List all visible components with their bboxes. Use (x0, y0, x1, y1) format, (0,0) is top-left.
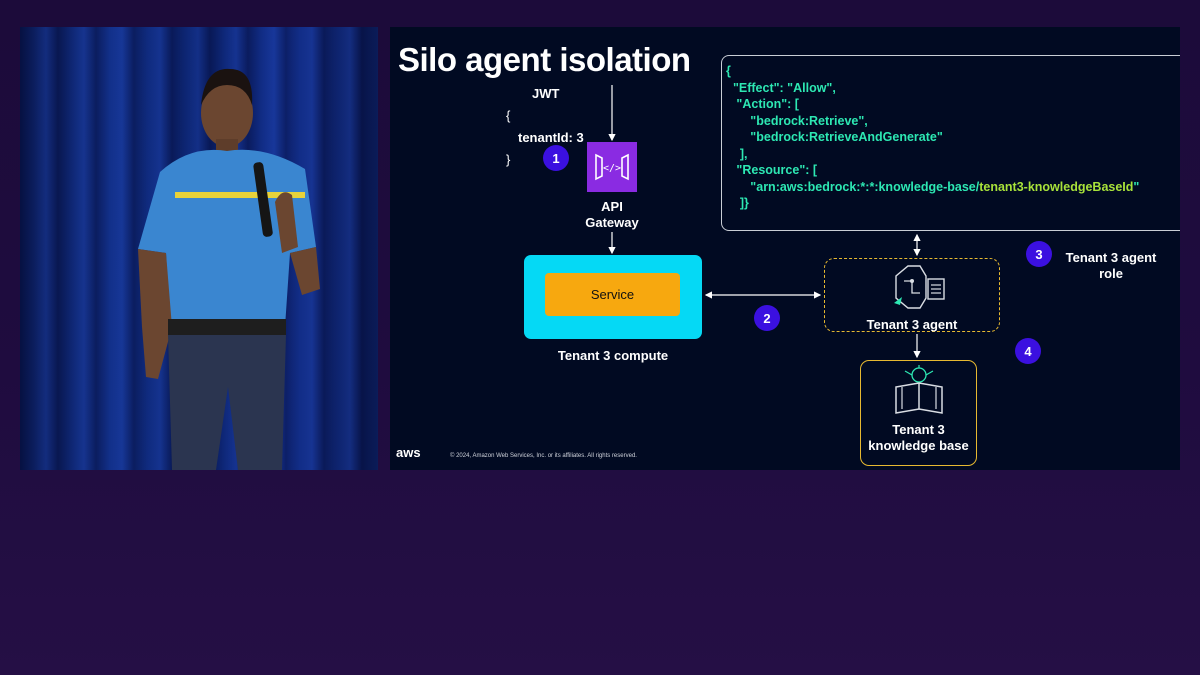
copyright-notice: © 2024, Amazon Web Services, Inc. or its… (450, 453, 637, 459)
jwt-close-brace: } (506, 152, 511, 167)
agent-role-label: Tenant 3 agent role (1054, 250, 1168, 282)
api-gateway-label-line1: API (601, 199, 623, 214)
policy-resource-line: "arn:aws:bedrock:*:*:knowledge-base/tena… (726, 179, 1139, 196)
svg-text:</>: </> (603, 163, 621, 174)
tenant-agent-box (824, 258, 1000, 332)
bedrock-agent-icon (894, 265, 945, 309)
presentation-slide: Silo agent isolation JWT { tenantId: 3 }… (390, 27, 1180, 470)
step-badge-4: 4 (1015, 338, 1041, 364)
step-badge-1: 1 (543, 145, 569, 171)
policy-line: ], (726, 146, 748, 161)
diagram-arrows (608, 85, 921, 359)
policy-line: "Action": [ (726, 97, 799, 111)
knowledge-base-icon (895, 365, 943, 414)
api-gateway-label-line2: Gateway (585, 215, 639, 230)
api-gateway-icon: </> (587, 142, 637, 192)
tenant-compute-label: Tenant 3 compute (557, 348, 669, 363)
agent-role-label-line1: Tenant 3 agent (1065, 250, 1157, 265)
policy-line: "bedrock:Retrieve", (726, 113, 868, 128)
policy-resource-highlight: tenant3-knowledgeBaseId (979, 179, 1134, 194)
knowledge-base-box (860, 360, 977, 466)
aws-logo: aws (396, 445, 421, 460)
service-box: Service (545, 273, 680, 316)
jwt-label: JWT (532, 86, 560, 101)
policy-line: { (726, 64, 731, 78)
speaker-video (20, 27, 378, 470)
policy-line: "bedrock:RetrieveAndGenerate" (726, 130, 943, 144)
knowledge-base-label: Tenant 3 knowledge base (860, 422, 977, 454)
knowledge-base-label-line2: knowledge base (868, 438, 969, 453)
policy-line: "Resource": [ (726, 163, 818, 177)
jwt-token: JWT { tenantId: 3 } (502, 83, 584, 171)
agent-role-label-line2: role (1099, 266, 1123, 281)
knowledge-base-label-line1: Tenant 3 (892, 422, 945, 437)
policy-line: ]} (726, 196, 749, 210)
api-gateway-glyph: </> (595, 153, 629, 181)
policy-line: "Effect": "Allow", (726, 80, 836, 95)
tenant-agent-label: Tenant 3 agent (866, 317, 958, 332)
iam-policy-text: { "Effect": "Allow", "Action": [ "bedroc… (726, 63, 1139, 212)
step-badge-3: 3 (1026, 241, 1052, 267)
jwt-claim: tenantId: 3 (518, 130, 584, 145)
step-badge-2: 2 (754, 305, 780, 331)
api-gateway-label: API Gateway (542, 199, 682, 231)
policy-resource-end: " (1133, 179, 1140, 194)
slide-title: Silo agent isolation (398, 41, 691, 78)
iam-policy-box (721, 55, 1180, 231)
policy-resource-prefix: "arn:aws:bedrock:*:*:knowledge-base/ (726, 179, 980, 194)
jwt-open-brace: { (506, 108, 511, 123)
speaker-figure (138, 68, 320, 470)
